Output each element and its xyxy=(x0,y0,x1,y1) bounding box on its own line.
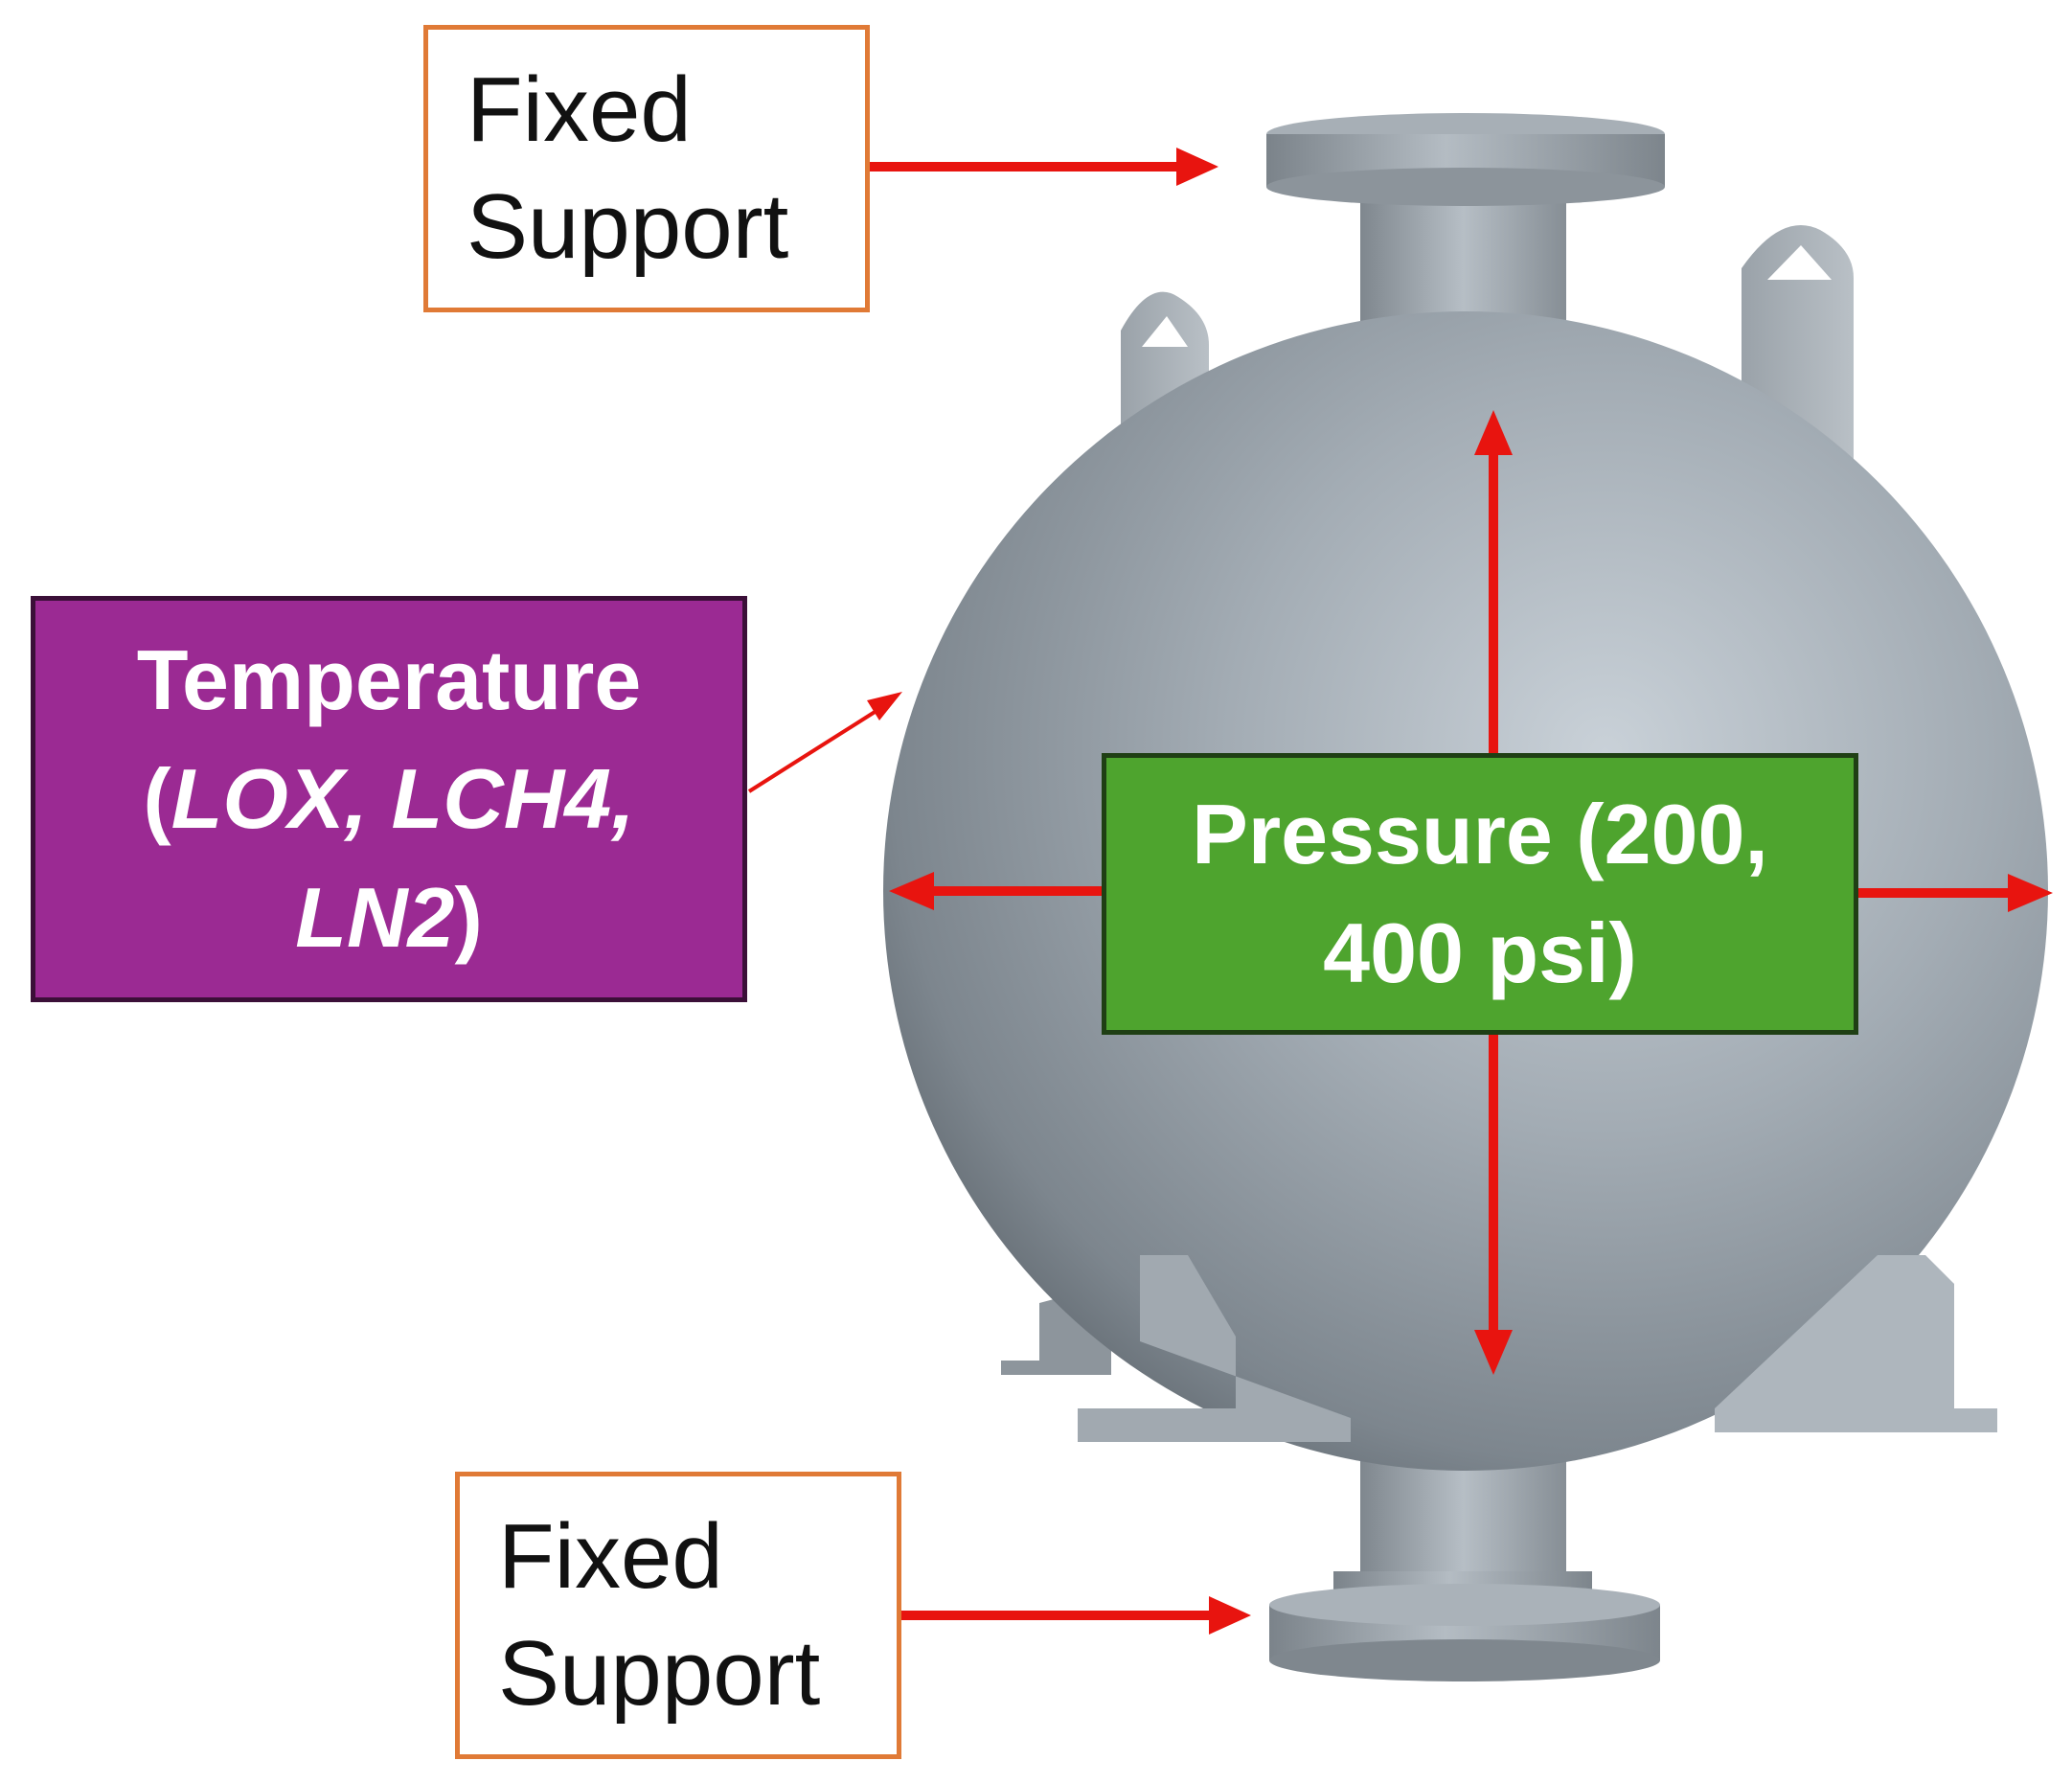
top-flange-bottom xyxy=(1266,168,1665,206)
fluid-ln2: LN2 xyxy=(295,870,455,965)
temperature-label: Temperature (LOX, LCH4, LN2) xyxy=(31,596,747,1002)
pressure-arrow-down-head xyxy=(1474,1330,1513,1375)
bottom-flange-top xyxy=(1269,1584,1660,1626)
fixed-top-arrowhead xyxy=(1176,148,1218,186)
temperature-fluids-line2: LN2) xyxy=(295,858,483,977)
pressure-arrow-up-head xyxy=(1474,410,1513,455)
temperature-close-paren: ) xyxy=(454,870,483,965)
fixed-bottom-arrowhead xyxy=(1209,1596,1251,1635)
temperature-heading: Temperature xyxy=(136,632,642,727)
temperature-arrow-shaft xyxy=(747,707,881,793)
fixed-support-top-label: Fixed Support xyxy=(423,25,870,312)
lifting-lug-right-hole xyxy=(1767,245,1832,280)
pressure-arrow-left-head xyxy=(889,872,934,910)
bottom-flange-bottom xyxy=(1269,1639,1660,1681)
fixed-support-bottom-line2: Support xyxy=(498,1622,821,1725)
fluid-lch4: LCH4, xyxy=(391,751,635,846)
temperature-fluids-line1: (LOX, LCH4, xyxy=(143,740,634,858)
lifting-lug-left-hole xyxy=(1142,316,1188,347)
temperature-arrowhead xyxy=(867,692,902,720)
support-leg-front-right xyxy=(1715,1255,1997,1432)
pressure-arrow-right-head xyxy=(2008,874,2053,912)
fixed-support-top-line2: Support xyxy=(467,175,789,278)
fixed-support-bottom-line1: Fixed xyxy=(498,1505,723,1608)
pressure-line1: Pressure (200, xyxy=(1192,787,1768,881)
pressure-line2: 400 psi) xyxy=(1323,905,1637,1000)
fluid-lox: LOX, xyxy=(171,751,368,846)
pressure-label: Pressure (200, 400 psi) xyxy=(1102,753,1858,1035)
support-leg-front-left xyxy=(1078,1255,1351,1442)
fixed-support-top-line1: Fixed xyxy=(467,58,692,161)
fixed-support-bottom-label: Fixed Support xyxy=(455,1472,901,1759)
temperature-open-paren: ( xyxy=(143,751,171,846)
load-arrows xyxy=(747,148,2053,1635)
